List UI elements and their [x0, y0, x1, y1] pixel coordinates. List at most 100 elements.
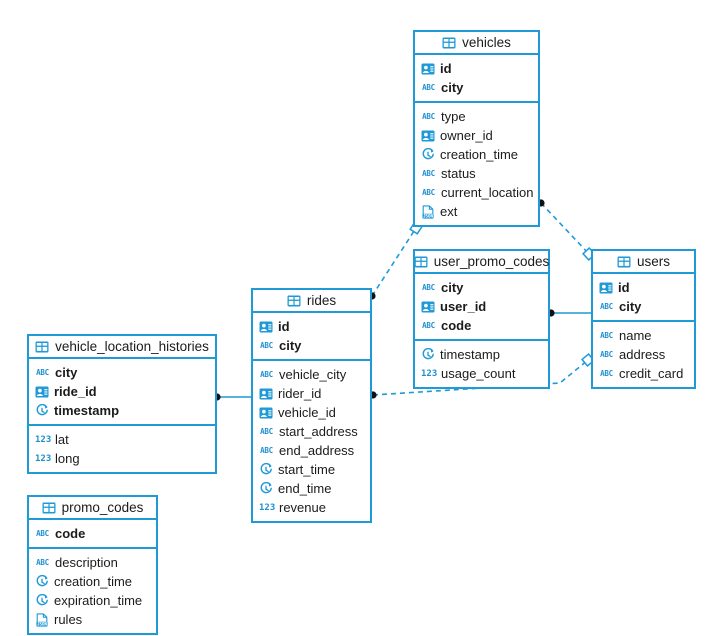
column-name: creation_time	[440, 147, 519, 162]
column-row[interactable]: ABC code	[415, 316, 548, 335]
column-row[interactable]: creation_time	[29, 572, 156, 591]
id-card-icon	[35, 385, 49, 399]
column-name: code	[55, 526, 86, 541]
column-name: id	[440, 61, 452, 76]
abc-icon: ABC	[422, 282, 435, 292]
column-row[interactable]: id	[253, 317, 370, 336]
clock-icon	[259, 481, 273, 496]
column-row[interactable]: user_id	[415, 297, 548, 316]
abc-icon: ABC	[422, 111, 435, 121]
column-name: current_location	[441, 185, 534, 200]
abc-icon: ABC	[36, 528, 49, 538]
abc-icon: ABC	[600, 349, 613, 359]
table-grid-icon	[617, 255, 631, 269]
column-name: city	[55, 365, 78, 380]
column-name: ride_id	[54, 384, 97, 399]
table-header-user_promo_codes[interactable]: user_promo_codes	[414, 251, 549, 274]
table-header-vehicles[interactable]: vehicles	[415, 32, 538, 55]
abc-icon: ABC	[260, 426, 273, 436]
column-name: code	[441, 318, 472, 333]
column-row[interactable]: JSON rules	[29, 610, 156, 629]
column-row[interactable]: end_time	[253, 479, 370, 498]
table-grid-icon	[442, 36, 456, 50]
table-header-vehicle_location_histories[interactable]: vehicle_location_histories	[29, 336, 215, 359]
clock-icon	[421, 147, 435, 162]
table-title: vehicles	[462, 35, 511, 50]
column-row[interactable]: vehicle_id	[253, 403, 370, 422]
column-name: end_time	[278, 481, 332, 496]
column-row[interactable]: ABC code	[29, 524, 156, 543]
column-row[interactable]: rider_id	[253, 384, 370, 403]
id-card-icon	[259, 387, 273, 401]
column-row[interactable]: ABC start_address	[253, 422, 370, 441]
id-card-icon	[599, 281, 613, 295]
column-row[interactable]: expiration_time	[29, 591, 156, 610]
abc-icon: ABC	[422, 320, 435, 330]
column-name: usage_count	[441, 366, 516, 381]
column-name: city	[441, 280, 464, 295]
column-row[interactable]: id	[415, 59, 538, 78]
column-row[interactable]: start_time	[253, 460, 370, 479]
table-header-promo_codes[interactable]: promo_codes	[29, 497, 156, 520]
column-row[interactable]: id	[593, 278, 694, 297]
column-name: start_address	[279, 424, 358, 439]
primary-key-section-promo_codes: ABC code	[29, 520, 156, 549]
123-icon: 123	[35, 434, 52, 445]
column-row[interactable]: JSON ext	[415, 202, 538, 221]
column-row[interactable]: timestamp	[415, 345, 548, 364]
column-row[interactable]: timestamp	[29, 401, 215, 420]
table-header-rides[interactable]: rides	[253, 290, 370, 313]
clock-icon	[35, 403, 49, 418]
table-grid-icon	[287, 294, 301, 308]
column-row[interactable]: owner_id	[415, 126, 538, 145]
clock-icon	[259, 462, 273, 477]
abc-icon: ABC	[600, 368, 613, 378]
column-name: ext	[440, 204, 458, 219]
column-row[interactable]: ride_id	[29, 382, 215, 401]
column-name: timestamp	[440, 347, 500, 362]
column-row[interactable]: creation_time	[415, 145, 538, 164]
column-name: user_id	[440, 299, 487, 314]
column-row[interactable]: ABC city	[415, 278, 548, 297]
123-icon: 123	[259, 502, 276, 513]
table-title: users	[636, 254, 670, 269]
column-name: end_address	[279, 443, 355, 458]
table-header-users[interactable]: users	[593, 251, 694, 274]
abc-icon: ABC	[600, 330, 613, 340]
column-name: timestamp	[54, 403, 120, 418]
table-grid-icon	[414, 255, 428, 269]
column-name: id	[278, 319, 290, 334]
relationship-vehicle_location_histories-to-rides	[213, 393, 251, 401]
column-name: lat	[55, 432, 69, 447]
column-name: city	[279, 338, 302, 353]
column-name: revenue	[279, 500, 326, 515]
